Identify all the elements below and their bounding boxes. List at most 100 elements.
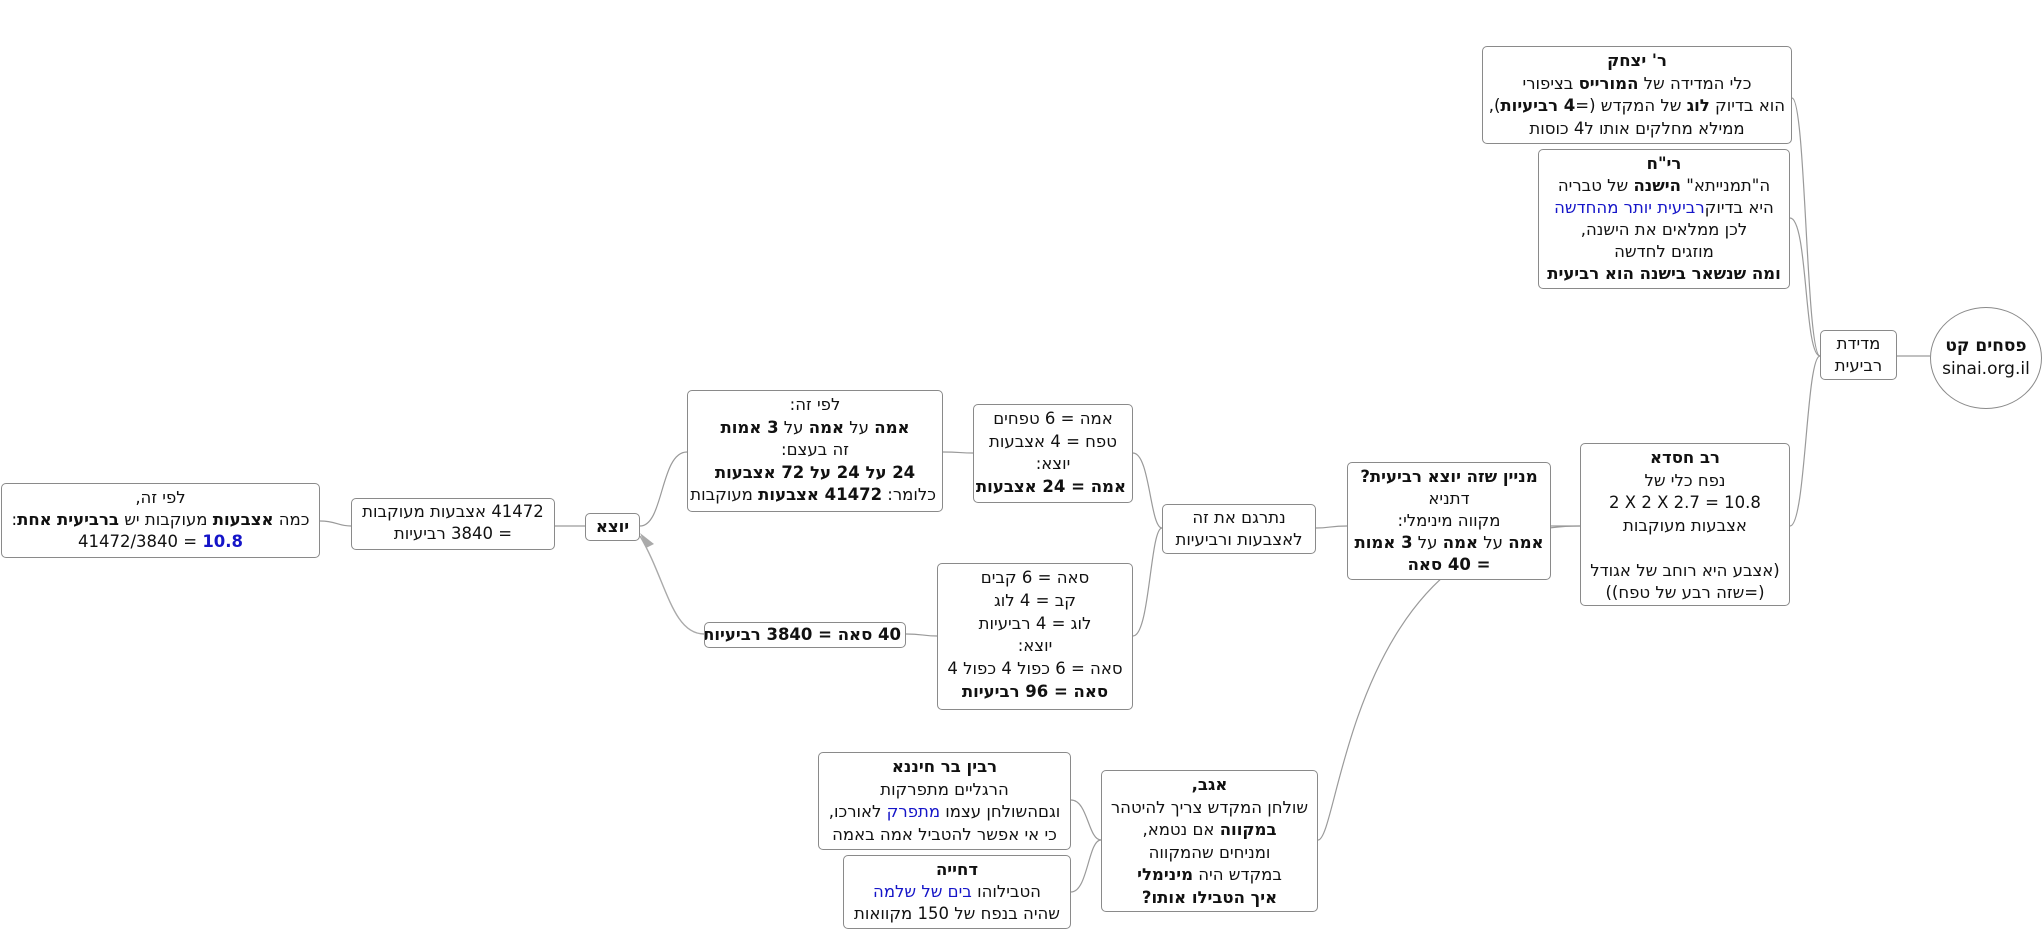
- agav-l5: איך הטבילו אותו?: [1141, 887, 1278, 907]
- agav-node[interactable]: אגב, שולחן המקדש צריך להיטהר במקווה אם נ…: [1101, 770, 1318, 912]
- rich-l1c: של טבריה: [1557, 176, 1634, 195]
- r-yitzchak-l2e: ),: [1488, 96, 1501, 115]
- dachiya-l1b[interactable]: בים של שלמה: [873, 882, 972, 901]
- dachiya-node[interactable]: דחייה הטבילוהו בים של שלמה שהיה בנפח של …: [843, 855, 1071, 929]
- r-yitzchak-l3: ממילא מחלקים אותו ל4 כוסות: [1529, 118, 1745, 138]
- ravin-l2a: וגםהשולחן עצמו: [940, 802, 1061, 821]
- forty-seah-node[interactable]: 40 סאה = 3840 רביעיות: [704, 622, 906, 648]
- rich-l1a: ה"תמנייתא": [1681, 176, 1771, 195]
- seah-l3: לוג = 4 רביעיות: [978, 613, 1092, 633]
- agav-l2b: אם נטמא,: [1142, 820, 1220, 839]
- final-l3a: 41472/3840 =: [77, 532, 203, 551]
- yotze-node[interactable]: יוצא: [585, 513, 640, 541]
- lefi-ze-l2a: אמה: [874, 417, 910, 437]
- final-l2g: :: [11, 510, 18, 529]
- rich-node[interactable]: רי"ח ה"תמנייתא" הישנה של טבריה היא בדיוק…: [1538, 149, 1790, 289]
- connector-agav-ravin: [1070, 799, 1102, 841]
- final-l2a: כמה: [273, 510, 310, 529]
- lefi-ze-l2c: אמה: [808, 417, 845, 437]
- dachiya-l1a: הטבילוהו: [971, 882, 1041, 901]
- rav-chisda-name: רב חסדא: [1649, 448, 1720, 467]
- rich-l2a: היא בדיוק: [1704, 198, 1774, 217]
- r-yitzchak-l2a: הוא בדיוק: [1709, 96, 1785, 115]
- rich-l4: מוזגים לחדשה: [1614, 242, 1714, 261]
- r-yitzchak-l1b: המורייס: [1578, 73, 1639, 93]
- topic-line2: רביעית: [1834, 356, 1883, 375]
- r-yitzchak-l1a: כלי המדידה של: [1638, 73, 1752, 93]
- connector-amah-lefize: [942, 451, 974, 454]
- connector-topic-rav-chisda: [1789, 355, 1821, 527]
- r-yitzchak-node[interactable]: ר' יצחק כלי המדידה של המורייס בציפורי הו…: [1482, 46, 1792, 144]
- root-node[interactable]: פסחים קט sinai.org.il: [1930, 307, 2042, 409]
- lefi-ze-l2b: על: [844, 417, 875, 437]
- agav-l4a: במקדש היה: [1193, 865, 1282, 884]
- lefi-ze-l1: לפי זה:: [789, 395, 841, 414]
- seah-l6: סאה = 96 רביעיות: [961, 681, 1109, 701]
- amah-l1: אמה = 6 טפחים: [993, 409, 1113, 428]
- minyan-l3e: 3 אמות: [1354, 533, 1413, 552]
- lefi-ze-l2e: 3 אמות: [720, 417, 779, 437]
- connector-topic-r-yitzchak: [1791, 97, 1821, 357]
- connector-translate-amah: [1132, 452, 1163, 529]
- r-yitzchak-l2c: של המקדש (=: [1575, 96, 1687, 115]
- final-node[interactable]: לפי זה, כמה אצבעות מעוקבות יש ברביעית אח…: [1, 483, 320, 558]
- root-title: פסחים קט: [1945, 336, 2027, 356]
- agav-l1: שולחן המקדש צריך להיטהר: [1110, 797, 1309, 817]
- minyan-l4: = 40 סאה: [1407, 555, 1491, 574]
- topic-line1: מדידת: [1836, 334, 1881, 353]
- minyan-node[interactable]: מניין שזה יוצא רביעית? דתניא מקווה מינימ…: [1347, 462, 1551, 580]
- rich-l2b[interactable]: רביעית יותר מהחדשה: [1554, 198, 1705, 217]
- seah-l1: סאה = 6 קבים: [980, 568, 1090, 587]
- connector-ratio-final: [319, 520, 352, 527]
- ravin-l1: הרגליים מתפרקות: [880, 779, 1009, 799]
- final-l3b: 10.8: [202, 532, 244, 551]
- r-yitzchak-l2b: לוג: [1686, 96, 1710, 115]
- seah-node[interactable]: סאה = 6 קבים קב = 4 לוג לוג = 4 רביעיות …: [937, 563, 1133, 710]
- final-l2c: מעוקבות יש: [119, 510, 213, 529]
- minyan-title: מניין שזה יוצא רביעית?: [1360, 467, 1538, 486]
- ravin-name: רבין בר חיננא: [891, 757, 998, 776]
- lefi-ze-node[interactable]: לפי זה: אמה על אמה על 3 אמות זה בעצם: 24…: [687, 390, 943, 512]
- translate-node[interactable]: נתרגם את זה לאצבעות ורביעיות: [1162, 504, 1316, 554]
- agav-l2a: במקווה: [1219, 820, 1277, 839]
- seah-l2: קב = 4 לוג: [994, 590, 1076, 610]
- final-l1: לפי זה,: [135, 488, 186, 507]
- minyan-l3c: אמה: [1442, 533, 1479, 552]
- amah-l2: טפח = 4 אצבעות: [989, 431, 1117, 451]
- minyan-l3d: על: [1412, 533, 1443, 552]
- amah-l4: אמה = 24 אצבעות: [975, 476, 1126, 496]
- ravin-l2b[interactable]: מתפרק: [886, 802, 941, 821]
- lefi-ze-l3: זה בעצם:: [781, 440, 849, 459]
- rich-l3: לכן ממלאים את הישנה,: [1580, 220, 1748, 239]
- topic-node[interactable]: מדידת רביעית: [1820, 330, 1897, 380]
- ravin-node[interactable]: רבין בר חיננא הרגליים מתפרקות וגםהשולחן …: [818, 752, 1071, 850]
- r-yitzchak-l1c: בציפורי: [1522, 73, 1579, 93]
- arrow-forty-to-yotze: [639, 533, 705, 635]
- connector-translate-seah: [1132, 527, 1163, 637]
- yotze-text: יוצא: [595, 517, 630, 536]
- minyan-l1: דתניא: [1428, 489, 1470, 508]
- forty-seah-text: 40 סאה = 3840 רביעיות: [704, 625, 901, 644]
- lefi-ze-l5a: כלומר:: [882, 485, 936, 504]
- final-l2b: אצבעות: [212, 510, 274, 529]
- lefi-ze-l4: 24 על 24 על 72 אצבעות: [714, 462, 916, 482]
- rav-chisda-node[interactable]: רב חסדא נפח כלי של 2 X 2 X 2.7 = 10.8 אצ…: [1580, 443, 1790, 606]
- rav-chisda-l5: (=שזה רבע של טפח)): [1605, 583, 1765, 602]
- agav-l4b: מינימלי: [1137, 865, 1194, 884]
- rav-chisda-l4: (אצבע היא רוחב של אגודל: [1590, 560, 1780, 580]
- rav-chisda-l1: נפח כלי של: [1644, 470, 1726, 490]
- connector-topic-rich: [1789, 217, 1821, 357]
- rich-name: רי"ח: [1646, 154, 1682, 173]
- lefi-ze-l2d: על: [778, 417, 809, 437]
- minyan-l3a: אמה: [1508, 533, 1544, 552]
- r-yitzchak-l2d: 4 רביעיות: [1500, 96, 1576, 115]
- ratio-node[interactable]: 41472 אצבעות מעוקבות = 3840 רביעיות: [351, 498, 555, 550]
- final-l2d: ברביעית: [56, 510, 119, 529]
- translate-l1: נתרגם את זה: [1192, 508, 1286, 527]
- amah-node[interactable]: אמה = 6 טפחים טפח = 4 אצבעות יוצא: אמה =…: [973, 404, 1133, 503]
- seah-l5: סאה = 6 כפול 4 כפול 4: [947, 659, 1123, 679]
- agav-l3: ומניחים שהמקווה: [1148, 842, 1271, 862]
- connector-minyan-translate: [1315, 525, 1348, 529]
- ratio-l2: = 3840 רביעיות: [393, 524, 513, 543]
